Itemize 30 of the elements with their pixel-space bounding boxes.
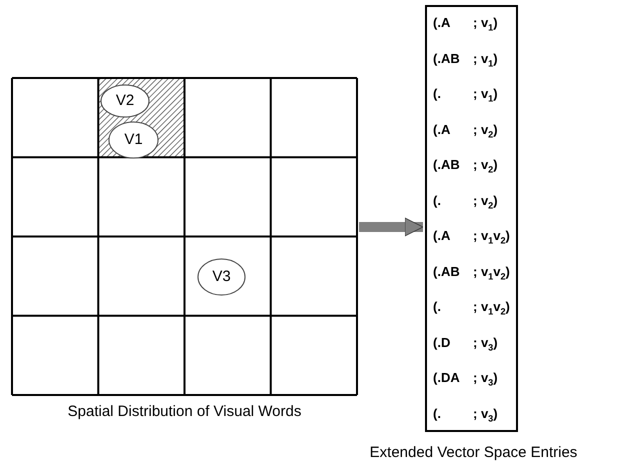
entry-key: (.A xyxy=(433,15,450,30)
entry-key: (.A xyxy=(433,228,450,243)
entry-value: ; v$_{2}$) xyxy=(473,157,498,175)
entry-key: (.D xyxy=(433,334,450,350)
entry-key: (. xyxy=(433,299,441,314)
entry-value: ; v$_{1}$) xyxy=(473,50,498,68)
entry-key: (.DA xyxy=(433,370,460,385)
entry-key: (.AB xyxy=(433,50,460,66)
entry-value: ; v$_{1}$v$_{2}$) xyxy=(473,299,510,317)
entry-value: ; v$_{2}$) xyxy=(473,192,498,210)
entry-value: ; v$_{3}$) xyxy=(473,334,498,352)
word-label: V2 xyxy=(114,92,136,109)
entry-value: ; v$_{3}$) xyxy=(473,406,498,424)
word-label: V1 xyxy=(123,131,144,148)
entry-value: ; v$_{1}$) xyxy=(473,15,498,33)
entry-key: (.AB xyxy=(433,157,460,172)
grid-caption: Spatial Distribution of Visual Words xyxy=(66,403,302,420)
entry-value: ; v$_{2}$) xyxy=(473,122,498,140)
entry-key: (. xyxy=(433,192,441,208)
word-label: V3 xyxy=(211,268,232,285)
entry-value: ; v$_{1}$) xyxy=(473,86,498,104)
entry-key: (. xyxy=(433,86,441,101)
entry-key: (.A xyxy=(433,122,450,136)
arrow xyxy=(359,218,424,236)
entry-value: ; v$_{3}$) xyxy=(473,370,498,388)
panel-caption: Extended Vector Space Entries xyxy=(368,444,578,461)
entry-value: ; v$_{1}$v$_{2}$) xyxy=(473,264,510,282)
entry-value: ; v$_{1}$v$_{2}$) xyxy=(473,228,510,246)
entry-key: (. xyxy=(433,406,441,420)
entry-key: (.AB xyxy=(433,264,460,278)
